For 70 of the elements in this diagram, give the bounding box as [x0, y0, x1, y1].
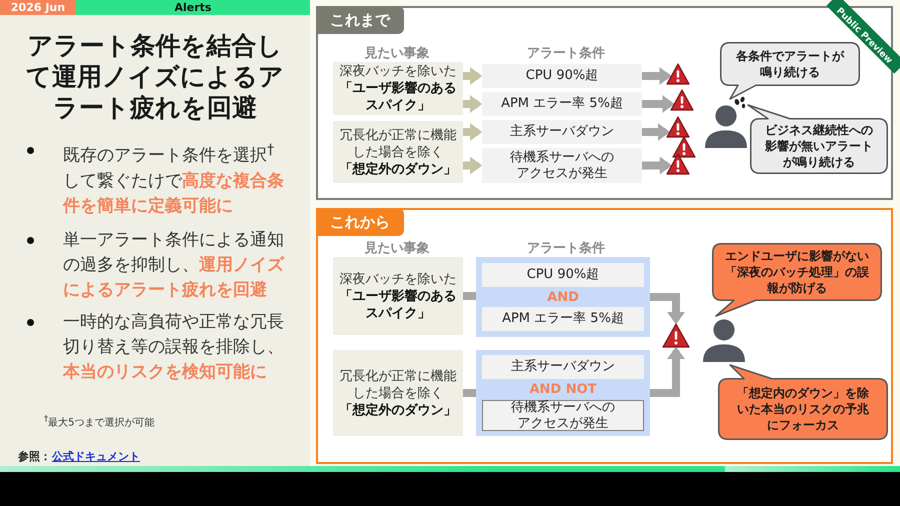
speech-bubble: [720, 42, 860, 100]
person-icon: [702, 318, 746, 362]
event-box: [333, 350, 463, 436]
warning-icon: [670, 89, 694, 111]
block-arrow: [463, 156, 482, 174]
condition-text: 待機系サーバへのアクセスが発生: [509, 150, 615, 182]
panel-tab: これから: [316, 208, 404, 236]
operator-label: AND: [547, 290, 579, 306]
condition-text: 主系サーバダウン: [510, 124, 614, 140]
operator-label: AND NOT: [529, 382, 597, 398]
event-text: 冗長化が正常に機能した場合を除く「想定外のダウン」: [338, 368, 458, 418]
column-header: アラート条件: [527, 240, 605, 257]
connector-bar: [463, 389, 476, 397]
condition-group: [476, 257, 650, 337]
condition-text: CPU 90%超: [526, 68, 598, 84]
bullet-text: 一時的な高負荷や正常な冗長切り替え等の誤報を排除し、本当のリスクを検知可能に: [63, 311, 285, 384]
bullet-text: 単一アラート条件による通知の過多を抑制し、運用ノイズによるアラート疲れを回避: [63, 229, 286, 302]
bubble-text: 各条件でアラートが鳴り続ける: [735, 48, 846, 80]
reference-label: 参照：: [18, 449, 51, 464]
event-text: 深夜バッチを除いた「ユーザ影響のあるスパイク」: [338, 63, 458, 114]
condition-text: APM エラー率 5%超: [501, 96, 623, 112]
warning-icon: [662, 323, 690, 348]
event-box: [333, 121, 463, 183]
condition-box: [482, 148, 642, 183]
block-arrow: [463, 95, 482, 113]
condition-box: [482, 120, 642, 144]
column-header: 見たい事象: [364, 45, 430, 62]
date-tag: 2026 Jun: [0, 0, 76, 15]
condition-box: [482, 307, 644, 331]
slide-title: アラート条件を結合して運用ノイズによるアラート疲れを回避: [25, 30, 285, 123]
condition-text: 待機系サーバへのアクセスが発生: [510, 400, 616, 432]
speech-bubble: [746, 104, 888, 176]
bullet-text: 既存のアラート条件を選択$^{†}$して繋ぐたけで高度な複合条件を簡単に定義可能に: [63, 141, 285, 218]
bubble-text: 「想定内のダウン」を除いた本当のリスクの予兆にフォーカス: [736, 385, 870, 433]
warning-icon: [666, 63, 690, 85]
condition-box: [482, 355, 644, 379]
condition-group: [476, 350, 650, 436]
condition-text: APM エラー率 5%超: [502, 311, 624, 327]
bubble-text: エンドユーザに影響がない「深夜のバッチ処理」の誤報が防げる: [724, 248, 870, 296]
comparison-panel: [316, 6, 893, 200]
condition-box: [482, 263, 644, 287]
connector-bar: [463, 292, 476, 300]
comparison-panel: [316, 208, 893, 464]
column-header: アラート条件: [527, 45, 605, 62]
person-icon: [704, 96, 748, 148]
block-arrow: [463, 123, 482, 141]
condition-box: [482, 92, 642, 116]
block-arrow: [463, 67, 482, 85]
footnote-text: $^{†}$最大5つまで選択が可能: [44, 413, 155, 430]
event-text: 深夜バッチを除いた「ユーザ影響のあるスパイク」: [338, 270, 458, 322]
warning-icon: [666, 153, 690, 175]
block-arrow: [650, 347, 685, 397]
speech-bubble: [716, 364, 888, 442]
panel-tab: これまで: [316, 6, 404, 34]
condition-text: CPU 90%超: [526, 267, 600, 283]
warning-icon: [666, 116, 690, 138]
column-header: 見たい事象: [364, 240, 430, 257]
block-arrow: [642, 95, 674, 113]
condition-box: [482, 400, 644, 431]
warning-icon: [672, 136, 696, 158]
block-arrow: [642, 156, 672, 174]
event-box: [333, 257, 463, 335]
condition-text: 主系サーバダウン: [511, 359, 615, 375]
document-link: 公式ドキュメント: [52, 449, 140, 464]
event-text: 冗長化が正常に機能した場合を除く「想定外のダウン」: [338, 126, 458, 178]
category-bar: Alerts: [76, 0, 310, 15]
condition-box: [482, 64, 642, 88]
bubble-text: ビジネス継続性への影響が無いアラートが鳴り続ける: [764, 122, 874, 170]
block-arrow: [642, 67, 672, 85]
block-arrow: [642, 123, 670, 141]
